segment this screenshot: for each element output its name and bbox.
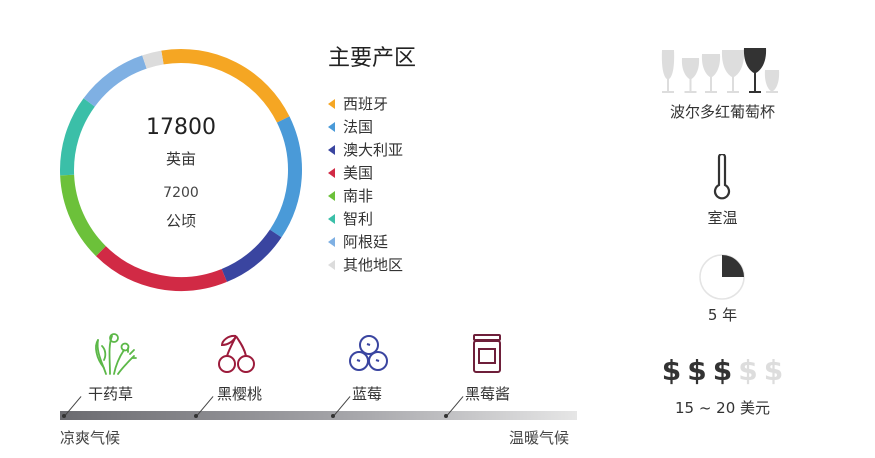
wine-glass-icon bbox=[721, 50, 745, 93]
climate-gradient-bar bbox=[60, 411, 577, 420]
legend-label: 西班牙 bbox=[343, 95, 389, 113]
wine-glass-icon bbox=[681, 58, 700, 93]
legend-label: 美国 bbox=[343, 164, 374, 182]
legend-label: 南非 bbox=[343, 187, 374, 205]
wine-glass-icon bbox=[661, 50, 675, 93]
price-label: 15 ~ 20 美元 bbox=[674, 399, 771, 417]
region-donut-chart bbox=[60, 49, 302, 291]
glass-selector bbox=[661, 48, 780, 93]
legend-marker-icon bbox=[328, 213, 335, 224]
legend-label: 澳大利亚 bbox=[343, 141, 404, 159]
climate-cool-label: 凉爽气候 bbox=[60, 429, 121, 447]
legend-item: 美国 bbox=[328, 161, 403, 184]
dollar-icon: $ bbox=[661, 354, 682, 387]
flavor-label-cherry: 黑樱桃 bbox=[217, 385, 263, 403]
legend-label: 法国 bbox=[343, 118, 374, 136]
flavor-marker bbox=[194, 414, 198, 418]
legend-item: 澳大利亚 bbox=[328, 138, 403, 161]
dollar-icon: $ bbox=[712, 354, 733, 387]
dollar-icon: $ bbox=[763, 354, 784, 387]
legend-marker-icon bbox=[328, 121, 335, 132]
flavor-label-jam: 黑莓酱 bbox=[465, 385, 511, 403]
area-acres-unit: 英亩 bbox=[165, 150, 196, 168]
aging-label: 5 年 bbox=[707, 306, 738, 324]
temperature-label: 室温 bbox=[707, 209, 738, 227]
legend-label: 阿根廷 bbox=[343, 233, 389, 251]
legend-item: 法国 bbox=[328, 115, 403, 138]
legend-marker-icon bbox=[328, 190, 335, 201]
legend: 西班牙法国澳大利亚美国南非智利阿根廷其他地区 bbox=[328, 92, 403, 276]
legend-item: 南非 bbox=[328, 184, 403, 207]
area-acres-value: 17800 bbox=[146, 115, 216, 140]
dollar-icon: $ bbox=[687, 354, 707, 387]
donut-slice-7 bbox=[142, 50, 164, 69]
legend-marker-icon bbox=[328, 144, 335, 155]
donut-slice-5 bbox=[60, 98, 95, 176]
legend-marker-icon bbox=[328, 167, 335, 178]
donut-slice-3 bbox=[95, 246, 227, 291]
flavor-label-herb: 干药草 bbox=[88, 385, 134, 403]
legend-label: 智利 bbox=[343, 210, 374, 228]
herb-icon bbox=[95, 333, 137, 375]
aging-pie-icon bbox=[699, 254, 745, 300]
flavor-marker bbox=[444, 414, 448, 418]
legend-marker-icon bbox=[328, 98, 335, 109]
legend-item: 智利 bbox=[328, 207, 403, 230]
legend-marker-icon bbox=[328, 259, 335, 270]
aging-pie-fill bbox=[722, 255, 744, 277]
dollar-icon: $ bbox=[738, 354, 758, 387]
donut-slice-6 bbox=[83, 55, 147, 107]
wine-glass-icon bbox=[743, 48, 767, 93]
donut-slice-4 bbox=[60, 174, 106, 257]
thermometer-icon bbox=[713, 154, 731, 200]
flavor-marker bbox=[331, 414, 335, 418]
area-hectares-value: 7200 bbox=[163, 185, 199, 201]
wine-glass-icon bbox=[701, 54, 721, 93]
price-rating: $$$$$ bbox=[650, 354, 795, 387]
legend-item: 其他地区 bbox=[328, 253, 403, 276]
donut-slice-2 bbox=[221, 229, 282, 282]
cherry-icon bbox=[218, 334, 255, 373]
legend-label: 其他地区 bbox=[343, 256, 404, 274]
climate-warm-label: 温暖气候 bbox=[509, 429, 570, 447]
legend-marker-icon bbox=[328, 236, 335, 247]
blueberry-icon bbox=[349, 335, 388, 371]
legend-item: 西班牙 bbox=[328, 92, 403, 115]
flavor-marker bbox=[62, 414, 66, 418]
legend-item: 阿根廷 bbox=[328, 230, 403, 253]
flavor-label-blueberry: 蓝莓 bbox=[352, 385, 383, 403]
donut-slice-1 bbox=[269, 116, 302, 238]
glass-label: 波尔多红葡萄杯 bbox=[669, 103, 775, 121]
legend-title: 主要产区 bbox=[328, 46, 417, 71]
donut-slice-0 bbox=[161, 49, 290, 123]
jam-jar-icon bbox=[473, 334, 501, 373]
wine-glass-icon bbox=[764, 70, 780, 93]
area-hectares-unit: 公顷 bbox=[165, 212, 196, 230]
